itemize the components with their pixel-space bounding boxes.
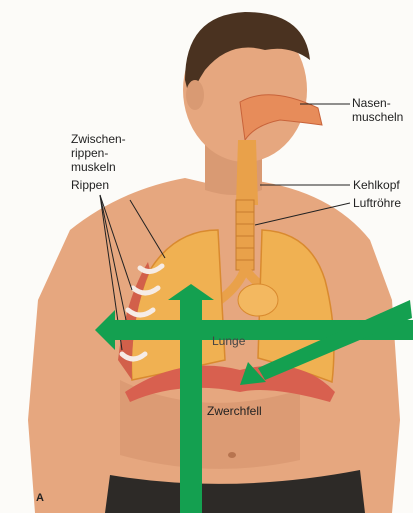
ear bbox=[186, 80, 204, 110]
heart bbox=[238, 284, 278, 316]
label-lunge: Lunge bbox=[212, 334, 245, 348]
label-kehlkopf: Kehlkopf bbox=[353, 178, 400, 192]
navel bbox=[228, 452, 236, 458]
label-luftroehre: Luftröhre bbox=[353, 196, 401, 210]
label-zwischenrippenmuskeln: Zwischen- rippen- muskeln bbox=[71, 132, 126, 174]
larynx bbox=[236, 140, 258, 205]
label-rippen: Rippen bbox=[71, 178, 109, 192]
label-zwerchfell: Zwerchfell bbox=[207, 404, 262, 418]
label-nasenmuscheln: Nasen- muscheln bbox=[352, 96, 403, 124]
panel-letter: A bbox=[36, 491, 44, 505]
